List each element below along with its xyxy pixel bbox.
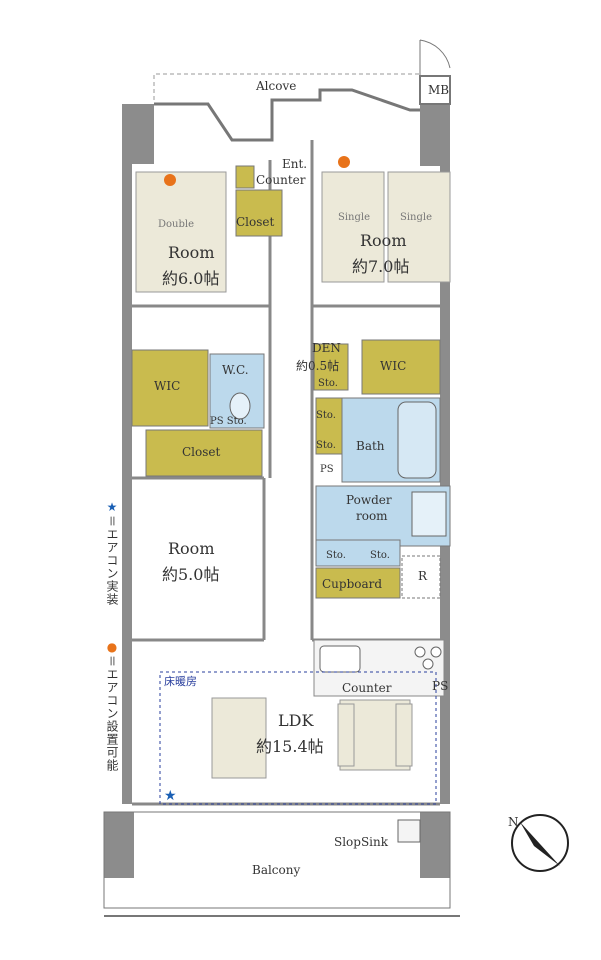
legend-star-icon: ★ — [105, 500, 119, 515]
north-label: N — [508, 815, 519, 829]
floor-heating-area — [159, 671, 437, 805]
ac-dot-room6 — [164, 174, 176, 186]
mb-door — [419, 39, 451, 76]
slop-sink — [397, 819, 421, 843]
alcove-outline — [154, 88, 420, 142]
wic-right-label: WIC — [380, 359, 407, 373]
sto3-label: Sto. — [326, 550, 346, 561]
ac-dot-room7 — [338, 156, 350, 168]
ps-kitchen-label: PS — [432, 679, 449, 693]
alcove-dashed — [153, 73, 420, 100]
powder-label-2: room — [356, 509, 388, 523]
ac-star-ldk: ★ — [164, 788, 177, 804]
room6-size: 約6.0帖 — [162, 269, 220, 288]
storage-areas — [131, 165, 441, 599]
wic-left-label: WIC — [154, 379, 181, 393]
ent-counter-label: Counter — [256, 173, 306, 187]
ent-label: Ent. — [282, 157, 308, 171]
slop-sink-label: SlopSink — [334, 835, 389, 849]
mb-box — [419, 75, 451, 105]
room5-size: 約5.0帖 — [162, 565, 220, 584]
mb-label: MB — [428, 83, 450, 97]
balcony-area — [103, 811, 451, 909]
bed-single-1-label: Single — [338, 212, 371, 223]
ps-mid-label: PS — [320, 464, 334, 475]
bed-single-2-label: Single — [400, 212, 433, 223]
sto1-label: Sto. — [316, 410, 336, 421]
sto2-label: Sto. — [316, 440, 336, 451]
kitchen-sink — [319, 645, 361, 673]
legend-dot-text: ＝エアコン設置可能 — [105, 655, 119, 773]
compass-icon — [511, 814, 569, 872]
closet-top-label: Closet — [236, 215, 275, 229]
counter-label: Counter — [342, 681, 392, 695]
furniture — [135, 171, 451, 779]
r-label: R — [418, 569, 428, 583]
floor-heating-label: 床暖房 — [164, 675, 197, 688]
room6-name: Room — [168, 243, 215, 262]
legend-star-text: ＝エアコン実装 — [105, 515, 119, 607]
powder-label-1: Powder — [346, 493, 392, 507]
room5-name: Room — [168, 539, 215, 558]
legend-dot: ●＝エアコン設置可能 — [104, 640, 121, 772]
legend-dot-icon: ● — [105, 640, 119, 655]
bed-double-label: Double — [158, 219, 194, 230]
stove-burners — [414, 646, 442, 670]
den-size: 約0.5帖 — [296, 359, 340, 373]
bathtub — [397, 401, 437, 479]
legend-star: ★＝エアコン実装 — [104, 500, 121, 606]
alcove-label: Alcove — [256, 79, 297, 93]
den-sto-label: Sto. — [318, 378, 338, 389]
washbasin — [411, 491, 447, 537]
ldk-name: LDK — [278, 711, 314, 730]
wc-label: W.C. — [222, 363, 249, 377]
sto4-label: Sto. — [370, 550, 390, 561]
room7-name: Room — [360, 231, 407, 250]
cupboard-label: Cupboard — [322, 577, 383, 591]
den-label: DEN — [312, 341, 341, 355]
room7-size: 約7.0帖 — [352, 257, 410, 276]
toilet — [229, 392, 251, 420]
ldk-size: 約15.4帖 — [256, 737, 324, 756]
balcony-label: Balcony — [252, 863, 301, 877]
exterior-walls — [104, 104, 450, 878]
ps-sto-label: PS Sto. — [210, 416, 247, 427]
bath-label: Bath — [356, 439, 385, 453]
closet-mid-label: Closet — [182, 445, 221, 459]
